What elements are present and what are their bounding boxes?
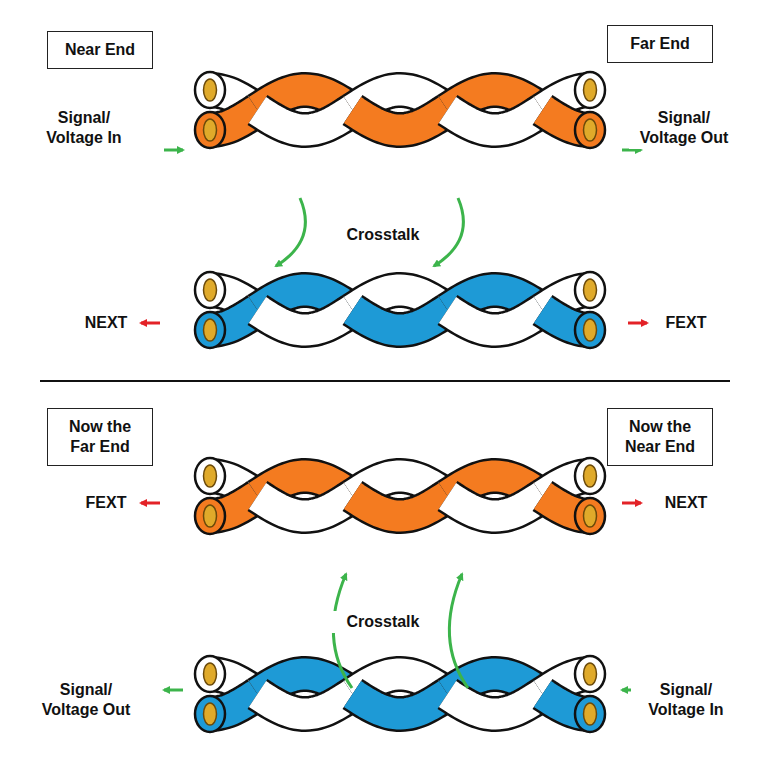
wire-end bbox=[575, 458, 605, 494]
wire-end bbox=[575, 272, 605, 308]
wire-outline bbox=[353, 110, 448, 130]
fext-label: FEXT bbox=[73, 492, 139, 514]
wire-outline bbox=[448, 496, 543, 516]
copper-core bbox=[584, 465, 597, 487]
copper-core bbox=[204, 703, 217, 725]
copper-core bbox=[204, 465, 217, 487]
copper-core bbox=[204, 279, 217, 301]
copper-core bbox=[204, 319, 217, 341]
wire-outline bbox=[353, 496, 448, 516]
wire-end bbox=[195, 72, 225, 108]
crosstalk-label: Crosstalk bbox=[330, 611, 436, 633]
wire-end bbox=[575, 696, 605, 732]
next-label: NEXT bbox=[73, 312, 139, 334]
signal-label: Signal/ Voltage Out bbox=[31, 679, 141, 721]
wire-end bbox=[195, 312, 225, 348]
wire-end bbox=[195, 112, 225, 148]
wire-end bbox=[195, 656, 225, 692]
signal-arrow bbox=[164, 689, 183, 692]
wire-outline bbox=[448, 694, 543, 714]
wire-insulation bbox=[258, 694, 353, 714]
copper-core bbox=[584, 119, 597, 141]
copper-core bbox=[584, 703, 597, 725]
wire-outline bbox=[448, 110, 543, 130]
wire-end bbox=[575, 72, 605, 108]
wire-end bbox=[575, 112, 605, 148]
signal-arrow bbox=[164, 149, 183, 152]
copper-core bbox=[584, 79, 597, 101]
end-label: Far End bbox=[618, 34, 702, 54]
wire-outline bbox=[353, 310, 448, 330]
copper-core bbox=[584, 319, 597, 341]
copper-core bbox=[204, 505, 217, 527]
wire-outline bbox=[258, 310, 353, 330]
wire-insulation bbox=[448, 110, 543, 130]
wire-outline bbox=[448, 310, 543, 330]
wire-insulation bbox=[353, 110, 448, 130]
wire-insulation bbox=[353, 496, 448, 516]
copper-core bbox=[204, 79, 217, 101]
signal-label: Signal/ Voltage In bbox=[631, 679, 741, 721]
end-box: Now the Near End bbox=[607, 408, 713, 466]
wire-outline bbox=[353, 694, 448, 714]
wire-insulation bbox=[353, 694, 448, 714]
copper-core bbox=[584, 279, 597, 301]
signal-label: Signal/ Voltage Out bbox=[629, 107, 739, 149]
wire-outline bbox=[258, 496, 353, 516]
divider-line bbox=[40, 380, 730, 382]
next-arrow bbox=[141, 322, 160, 325]
wire-insulation bbox=[353, 310, 448, 330]
end-label: Now the Far End bbox=[58, 417, 142, 457]
wire-outline bbox=[258, 694, 353, 714]
copper-core bbox=[584, 505, 597, 527]
wire-end bbox=[575, 312, 605, 348]
end-box: Far End bbox=[607, 25, 713, 63]
next-label: NEXT bbox=[653, 492, 719, 514]
copper-core bbox=[584, 663, 597, 685]
twisted-pairs bbox=[195, 72, 605, 732]
wire-insulation bbox=[448, 310, 543, 330]
crosstalk-arrow bbox=[276, 198, 305, 266]
wire-insulation bbox=[448, 694, 543, 714]
end-label: Now the Near End bbox=[618, 417, 702, 457]
crosstalk-arrow bbox=[449, 574, 468, 688]
end-box: Now the Far End bbox=[47, 408, 153, 466]
copper-core bbox=[204, 663, 217, 685]
wire-end bbox=[575, 498, 605, 534]
copper-core bbox=[204, 119, 217, 141]
wire-insulation bbox=[258, 310, 353, 330]
end-box: Near End bbox=[47, 31, 153, 69]
next-arrow bbox=[622, 502, 641, 505]
wire-insulation bbox=[448, 496, 543, 516]
crosstalk-label: Crosstalk bbox=[330, 224, 436, 246]
wire-insulation bbox=[258, 496, 353, 516]
fext-arrow bbox=[141, 502, 160, 505]
wire-end bbox=[195, 696, 225, 732]
end-label: Near End bbox=[58, 40, 142, 60]
crosstalk-arrow bbox=[434, 198, 463, 266]
wire-end bbox=[575, 656, 605, 692]
wire-end bbox=[195, 458, 225, 494]
wire-end bbox=[195, 498, 225, 534]
fext-arrow bbox=[628, 322, 647, 325]
signal-label: Signal/ Voltage In bbox=[29, 107, 139, 149]
wire-end bbox=[195, 272, 225, 308]
fext-label: FEXT bbox=[653, 312, 719, 334]
wire-insulation bbox=[258, 110, 353, 130]
wire-outline bbox=[258, 110, 353, 130]
